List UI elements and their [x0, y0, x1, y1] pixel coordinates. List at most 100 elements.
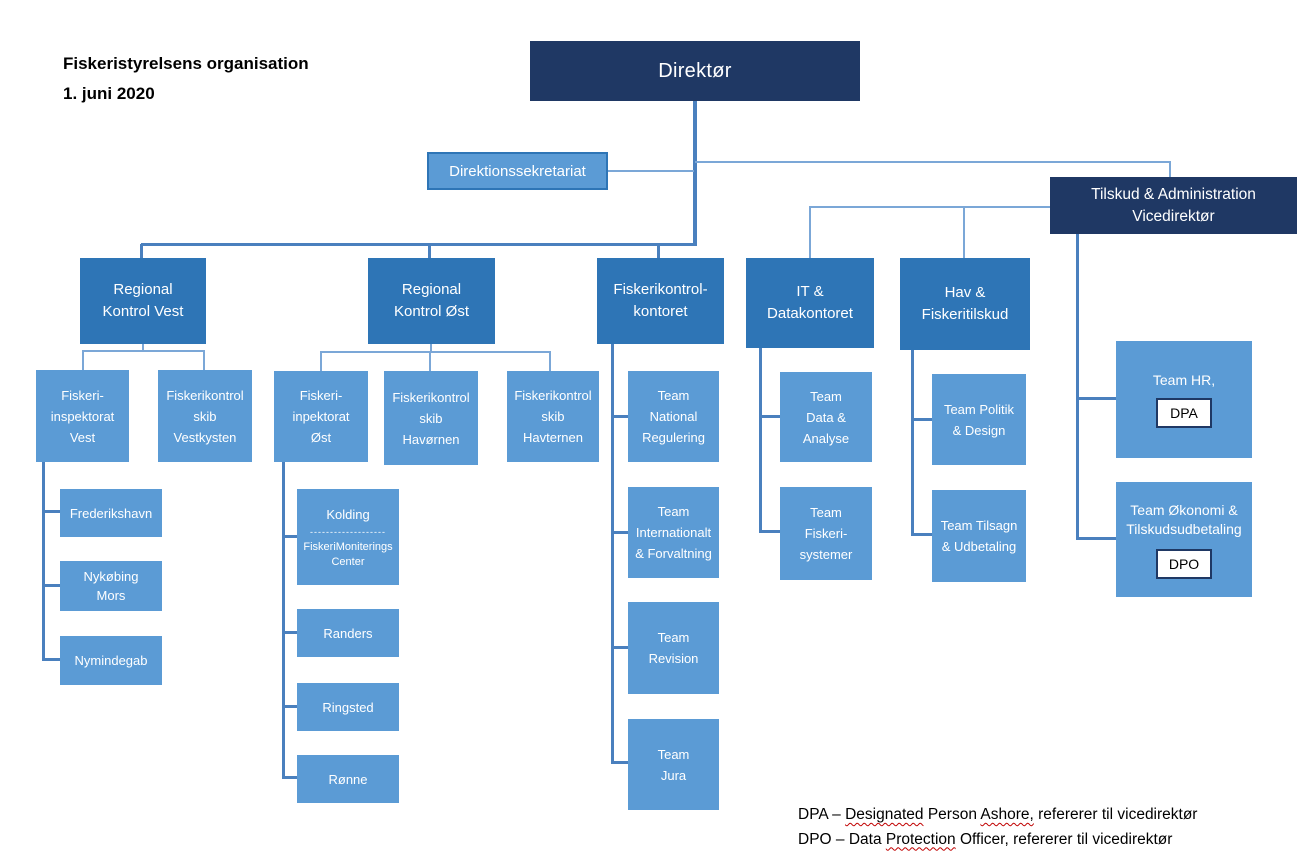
- org-node-ronne: Rønne: [297, 755, 399, 803]
- footnote-dpa: DPA – Designated Person Ashore, referere…: [798, 803, 1197, 828]
- org-node-sublabel: FiskeriMoniterings Center: [303, 540, 393, 568]
- chart-title-line1: Fiskeristyrelsens organisation: [63, 54, 309, 73]
- org-node-tilskud-administration: Tilskud & Administration Vicedirektør: [1050, 177, 1297, 234]
- connector-tilskud-rail: [1076, 233, 1079, 539]
- org-node-it-datakontoret: IT & Datakontoret: [746, 258, 874, 348]
- org-node-label: IT & Datakontoret: [767, 283, 853, 322]
- org-node-team-national-regulering: Team National Regulering: [628, 371, 719, 462]
- footnotes: DPA – Designated Person Ashore, referere…: [798, 803, 1197, 852]
- connector-stub-team-national: [611, 415, 628, 418]
- org-node-label: Team Jura: [657, 746, 690, 783]
- misspelled-word: Ashore,: [980, 806, 1034, 823]
- org-node-label: Hav & Fiskeritilskud: [921, 284, 1009, 323]
- org-node-label: Team Data & Analyse: [802, 388, 850, 446]
- org-node-direktionssekretariat: Direktionssekretariat: [427, 152, 608, 190]
- org-node-label: Fiskeri- inspektorat Vest: [50, 387, 115, 445]
- footnote-dpo: DPO – Data Protection Officer, refererer…: [798, 828, 1197, 853]
- org-node-label: Team Internationalt & Forvaltning: [635, 504, 712, 561]
- connector-stub-randers: [282, 631, 297, 634]
- connector-stub-team-fiskerisystemer: [759, 530, 780, 533]
- connector-fkk-rail: [611, 344, 614, 764]
- connector-stub-team-politik: [911, 418, 932, 421]
- connector-ost-split-v: [430, 344, 432, 352]
- chart-title: Fiskeristyrelsens organisation 1. juni 2…: [63, 49, 309, 109]
- connector-direktor-stem: [693, 101, 697, 246]
- connector-vest-split-v: [142, 344, 144, 352]
- connector-stub-team-jura: [611, 761, 628, 764]
- org-node-label: Ringsted: [322, 699, 374, 715]
- org-node-nymindegab: Nymindegab: [60, 636, 162, 685]
- org-node-team-hr: Team HR, DPA: [1116, 341, 1252, 458]
- footnote-text-segment: Officer, refererer til vicedirektør: [955, 830, 1173, 848]
- org-node-direktor: Direktør: [530, 41, 860, 101]
- org-node-team-revision: Team Revision: [628, 602, 719, 694]
- connector-vest-split-drop1: [82, 351, 84, 370]
- footnote-text-segment: DPO – Data: [798, 830, 886, 848]
- connector-tilskud-left-bus: [809, 206, 1050, 208]
- org-node-label: Fiskerikontrol- kontoret: [613, 281, 708, 320]
- org-node-label: Nymindegab: [74, 653, 148, 668]
- org-node-team-tilsagn-udbetaling: Team Tilsagn & Udbetaling: [932, 490, 1026, 582]
- chart-title-date: 1. juni 2020: [63, 84, 155, 103]
- org-node-label: Team HR,: [1152, 371, 1216, 388]
- org-node-fiskerikontrolskib-havternen: Fiskerikontrol skib Havternen: [507, 371, 599, 462]
- misspelled-word: Protection: [885, 830, 956, 848]
- connector-vest-leaf-rail: [42, 462, 45, 661]
- org-node-fiskerikontrolskib-vestkysten: Fiskerikontrol skib Vestkysten: [158, 370, 252, 462]
- org-node-fiskerikontrolskib-havornen: Fiskerikontrol skib Havørnen: [384, 371, 478, 465]
- connector-direktionssekretariat: [608, 170, 694, 172]
- footnote-text-segment: Person: [923, 806, 981, 823]
- org-node-fiskeri-inpektorat-ost: Fiskeri- inpektorat Øst: [274, 371, 368, 462]
- org-node-label: Team Revision: [648, 630, 699, 666]
- org-node-regional-kontrol-vest: Regional Kontrol Vest: [80, 258, 206, 344]
- connector-stub-team-okonomi: [1076, 537, 1116, 540]
- connector-stub-team-revision: [611, 646, 628, 649]
- org-node-label: Frederikshavn: [69, 505, 153, 521]
- connector-vest-split-h: [82, 350, 205, 352]
- connector-tilskud-top-v: [1169, 161, 1171, 178]
- org-node-regional-kontrol-ost: Regional Kontrol Øst: [368, 258, 495, 344]
- org-node-label: Fiskerikontrol skib Havternen: [514, 388, 592, 445]
- org-node-label: Fiskerikontrol skib Havørnen: [392, 389, 470, 447]
- org-node-label: Team Økonomi & Tilskudsudbetaling: [1126, 501, 1242, 537]
- org-node-label: Nykøbing Mors: [83, 569, 139, 603]
- connector-stub-kolding: [282, 535, 297, 538]
- connector-stub-team-internationalt: [611, 531, 628, 534]
- connector-stub-team-hr: [1076, 397, 1116, 400]
- connector-stub-team-tilsagn: [911, 533, 932, 536]
- connector-drop-fiskerikontrol: [657, 244, 660, 258]
- org-node-ringsted: Ringsted: [297, 683, 399, 731]
- org-node-label: Fiskerikontrol skib Vestkysten: [166, 387, 244, 445]
- org-node-label: Direktør: [658, 59, 732, 82]
- connector-hav-rail: [911, 350, 914, 536]
- org-node-label: Regional Kontrol Øst: [393, 281, 470, 320]
- org-node-team-okonomi-tilskudsudbetaling: Team Økonomi & Tilskudsudbetaling DPO: [1116, 482, 1252, 597]
- org-node-label: Rønne: [328, 771, 368, 787]
- org-node-team-fiskerisystemer: Team Fiskeri- systemer: [780, 487, 872, 580]
- connector-stub-frederikshavn: [42, 510, 60, 513]
- org-node-label: Tilskud & Administration Vicedirektør: [1091, 185, 1256, 225]
- connector-stub-team-data: [759, 415, 780, 418]
- org-node-team-politik-design: Team Politik & Design: [932, 374, 1026, 465]
- org-node-team-internationalt-forvaltning: Team Internationalt & Forvaltning: [628, 487, 719, 578]
- org-node-kolding-fiskerimoniteringscenter: Kolding ------------------- FiskeriMonit…: [297, 489, 399, 585]
- org-node-hav-fiskeritilskud: Hav & Fiskeritilskud: [900, 258, 1030, 350]
- org-node-team-jura: Team Jura: [628, 719, 719, 810]
- org-node-label: Kolding: [326, 506, 370, 522]
- connector-drop-regional-vest: [140, 244, 143, 258]
- org-node-label: Fiskeri- inpektorat Øst: [292, 388, 350, 445]
- org-node-fiskeri-inspektorat-vest: Fiskeri- inspektorat Vest: [36, 370, 129, 462]
- footnote-text-segment: DPA –: [798, 806, 846, 823]
- org-node-label: Regional Kontrol Vest: [102, 281, 184, 320]
- connector-ost-split-drop3: [549, 352, 551, 371]
- connector-stub-nymindegab: [42, 658, 60, 661]
- org-node-label: Direktionssekretariat: [449, 162, 586, 180]
- connector-tilskud-top-h: [695, 161, 1171, 163]
- org-node-label: Randers: [323, 625, 373, 641]
- footnote-text-segment: refererer til vicedirektør: [1033, 806, 1198, 823]
- connector-ost-split-h: [320, 351, 551, 353]
- org-node-team-data-analyse: Team Data & Analyse: [780, 372, 872, 462]
- org-node-fiskerikontrol-kontoret: Fiskerikontrol- kontoret: [597, 258, 724, 344]
- org-node-frederikshavn: Frederikshavn: [60, 489, 162, 537]
